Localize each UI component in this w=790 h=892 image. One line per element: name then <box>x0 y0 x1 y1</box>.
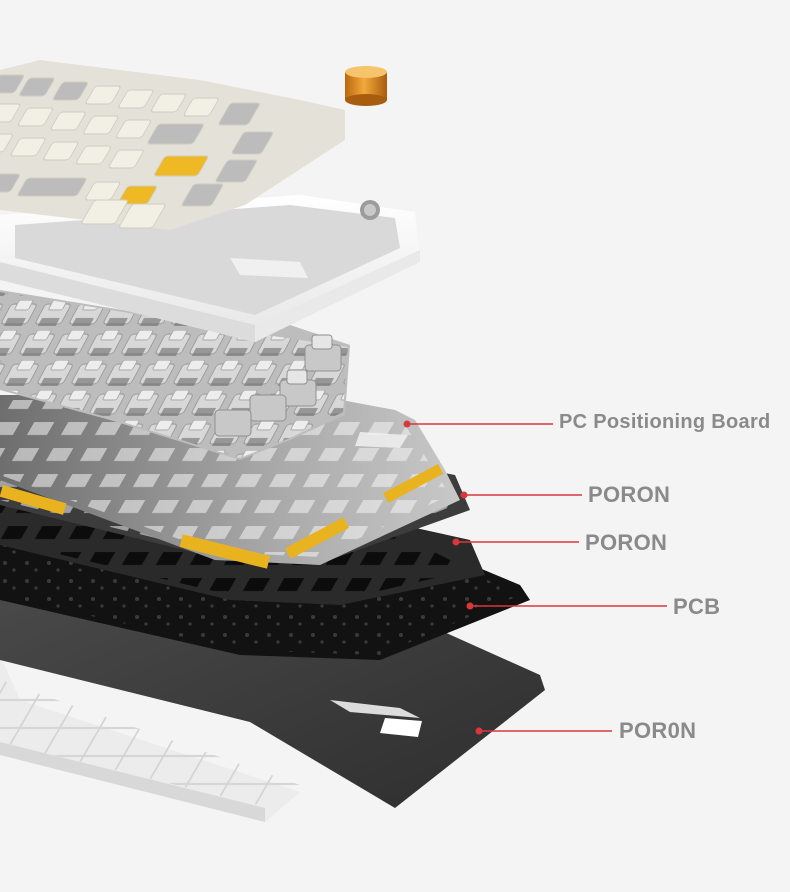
leader-dot-poron-3 <box>475 727 483 735</box>
stabilizer-bar <box>383 464 444 503</box>
label-poron-2: PORON <box>585 530 668 555</box>
leader-dot-poron-1 <box>460 491 468 499</box>
stabilizer-bar <box>285 517 349 559</box>
bottom-case <box>0 655 300 822</box>
label-pcb: PCB <box>673 594 721 619</box>
case-frame <box>0 195 420 342</box>
pc-positioning-board <box>0 395 460 569</box>
label-pc-positioning-board: PC Positioning Board <box>559 411 771 433</box>
leader-lines <box>403 420 667 735</box>
label-poron-1: PORON <box>588 482 671 507</box>
label-poron-3: POR0N <box>619 718 697 743</box>
stabilizer-bar <box>179 534 271 569</box>
leader-dot-pcb <box>466 602 474 610</box>
leader-dot-poron-2 <box>452 538 460 546</box>
volume-knob <box>345 66 387 106</box>
keycap-set <box>0 60 345 230</box>
leader-dot-pc-positioning-board <box>403 420 411 428</box>
stabilizer-bar <box>0 485 67 515</box>
